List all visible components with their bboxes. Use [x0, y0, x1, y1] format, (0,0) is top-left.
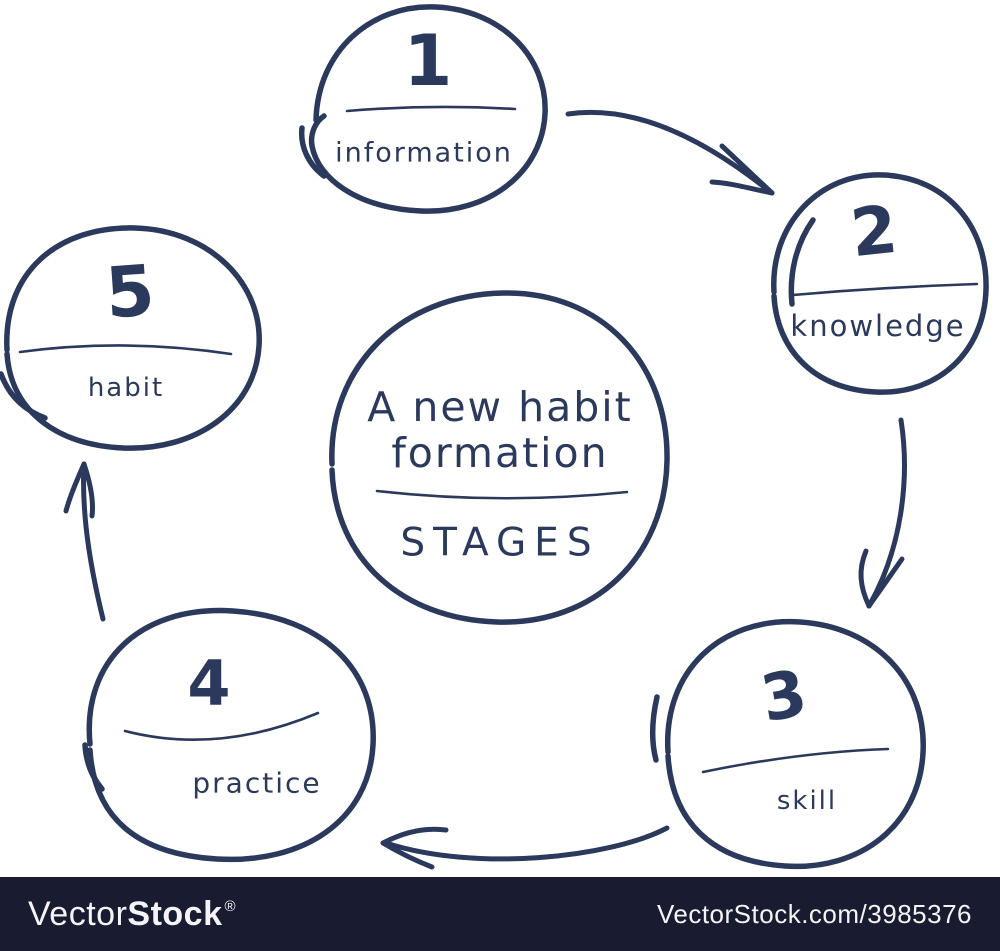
- stage-circle-habit-outline: [0, 225, 262, 451]
- logo-text-light: Vector: [28, 894, 128, 933]
- divider-skill: [701, 747, 890, 774]
- stage-2-label: knowledge: [790, 309, 966, 343]
- stage-4-label: practice: [192, 766, 322, 800]
- divider-information: [345, 105, 517, 113]
- arrow-knowledge-to-skill: [858, 417, 907, 609]
- stage-1-label: information: [335, 137, 513, 169]
- stage-5-number: 5: [102, 249, 158, 335]
- stage-5-label: habit: [87, 373, 165, 403]
- stage-circle-information-outline: [298, 4, 548, 214]
- watermark-credit-url: VectorStock.com/3985376: [656, 898, 972, 929]
- center-circle-outline: [329, 290, 670, 625]
- stage-circle-knowledge-outline: [771, 172, 989, 395]
- center-subtitle: STAGES: [400, 520, 600, 566]
- circle-divider-lines: [18, 105, 979, 774]
- center-title-line1: A new habit: [367, 383, 633, 431]
- arrow-practice-to-habit: [63, 461, 106, 622]
- arrow-skill-to-practice: [380, 825, 670, 870]
- registered-trademark-symbol: ®: [224, 897, 237, 915]
- stage-3-label: skill: [776, 786, 838, 816]
- divider-habit: [18, 344, 233, 356]
- stage-circle-skill-outline: [649, 618, 926, 870]
- divider-practice: [123, 711, 320, 741]
- center-title-line2: formation: [391, 429, 609, 477]
- stage-2-number: 2: [847, 190, 901, 273]
- divider-knowledge: [791, 282, 979, 297]
- stage-1-number: 1: [403, 20, 453, 102]
- diagram-ink-strokes: [0, 4, 989, 870]
- divider-center: [375, 489, 629, 500]
- arrow-information-to-knowledge: [565, 109, 775, 196]
- stage-4-number: 4: [187, 647, 231, 720]
- stage-circle-practice-outline: [82, 607, 376, 863]
- logo-text-bold: Stock: [127, 894, 223, 933]
